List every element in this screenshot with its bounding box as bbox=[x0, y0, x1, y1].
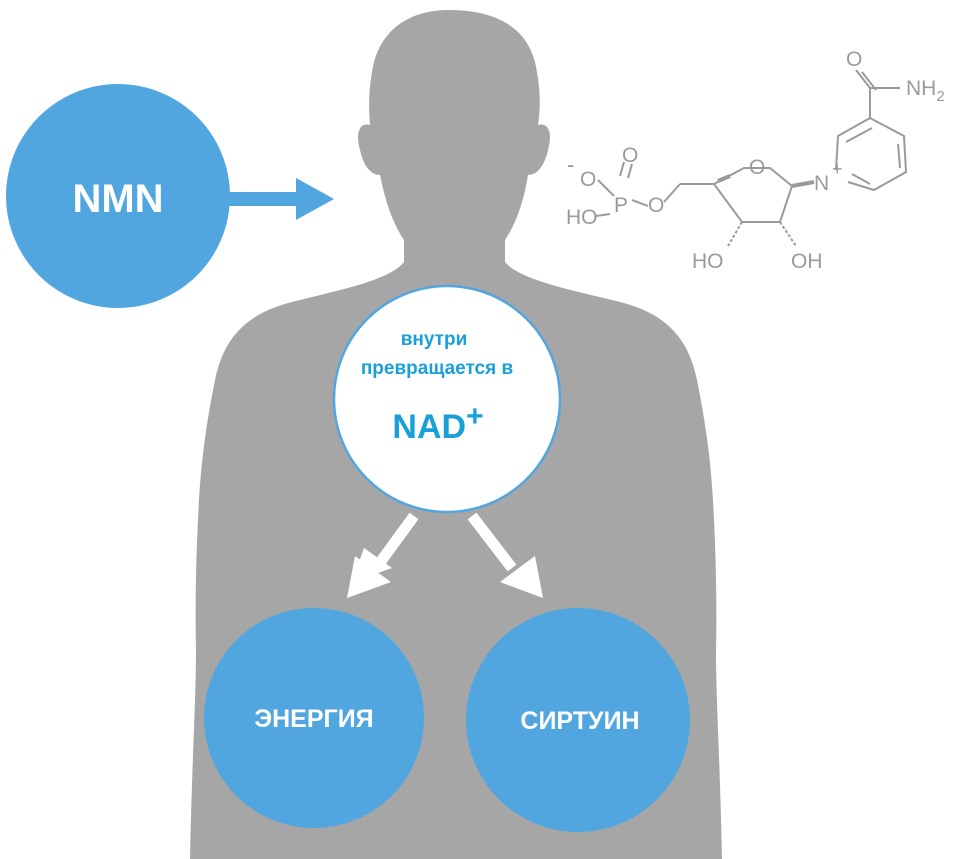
nad-charge: + bbox=[466, 400, 484, 433]
nmn-molecule: - O O P HO O O N + O NH2 HO OH bbox=[566, 48, 945, 273]
nad-line1: внутри bbox=[401, 329, 468, 350]
atom-o-amide: O bbox=[846, 48, 862, 71]
atom-p: P bbox=[614, 194, 628, 217]
atom-o-double: O bbox=[622, 144, 638, 167]
nad-product: NAD+ bbox=[392, 400, 483, 446]
nmn-label: NMN bbox=[72, 177, 163, 221]
energy-label: ЭНЕРГИЯ bbox=[254, 705, 373, 733]
nad-product-text: NAD bbox=[392, 408, 466, 446]
arrow-down-right-icon bbox=[467, 512, 543, 598]
atom-nh2-sub: 2 bbox=[936, 88, 944, 105]
sirtuin-label: СИРТУИН bbox=[520, 707, 639, 735]
sirtuin-circle bbox=[466, 608, 690, 832]
nad-node: внутри превращается в NAD+ bbox=[332, 284, 562, 514]
energy-circle bbox=[204, 608, 424, 828]
atom-o-minus: O bbox=[580, 168, 596, 191]
atom-ho-p: HO bbox=[566, 206, 598, 229]
atom-plus: + bbox=[832, 159, 843, 179]
atom-minus: - bbox=[567, 152, 574, 177]
atom-oh-right: OH bbox=[791, 250, 823, 273]
nmn-node: NMN bbox=[6, 84, 230, 308]
sirtuin-node: СИРТУИН bbox=[466, 608, 690, 832]
atom-nh2: NH2 bbox=[906, 77, 945, 105]
atom-o-ring: O bbox=[749, 156, 765, 179]
nad-circle bbox=[332, 284, 562, 514]
atom-n: N bbox=[814, 172, 829, 195]
nad-line2: превращается в bbox=[361, 358, 513, 379]
atom-nh: NH bbox=[906, 77, 936, 100]
atom-o-ester: O bbox=[648, 194, 664, 217]
atom-ho-left: HO bbox=[692, 250, 724, 273]
nmn-circle bbox=[6, 84, 230, 308]
arrow-down-left-icon bbox=[347, 512, 419, 598]
energy-node: ЭНЕРГИЯ bbox=[204, 608, 424, 828]
arrow-right-icon bbox=[226, 178, 334, 220]
head-shape bbox=[358, 10, 550, 292]
